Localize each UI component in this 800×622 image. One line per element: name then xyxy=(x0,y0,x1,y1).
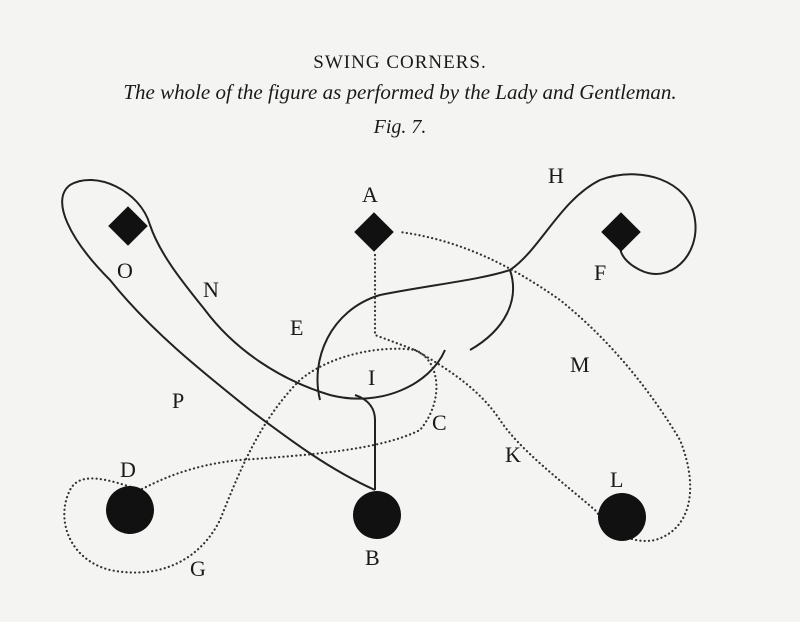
figure-number: Fig. 7. xyxy=(373,116,427,138)
label-b: B xyxy=(365,545,380,570)
label-k: K xyxy=(505,442,521,467)
solid-path-right-loop-tail xyxy=(469,269,515,351)
dotted-path-centre-to-l xyxy=(373,230,692,543)
label-f: F xyxy=(594,260,606,285)
diagram-title: SWING CORNERS. xyxy=(313,52,487,73)
diamond-marker-o xyxy=(108,206,148,246)
label-i: I xyxy=(368,365,375,390)
circle-marker-d xyxy=(106,486,154,534)
diagram-subtitle: The whole of the figure as performed by … xyxy=(123,80,677,104)
label-n: N xyxy=(203,277,219,302)
solid-path-crossing xyxy=(354,394,376,490)
label-c: C xyxy=(432,410,447,435)
label-p: P xyxy=(172,388,184,413)
label-a: A xyxy=(362,182,378,207)
label-d: D xyxy=(120,457,136,482)
diamond-marker-f xyxy=(601,212,641,252)
diamond-marker-a xyxy=(354,212,394,252)
solid-path-right-loop xyxy=(316,173,697,401)
label-l: L xyxy=(610,467,623,492)
dotted-path-left-loop xyxy=(63,347,438,574)
label-o: O xyxy=(117,258,133,283)
circle-marker-l xyxy=(598,493,646,541)
label-h: H xyxy=(548,163,564,188)
label-e: E xyxy=(290,315,303,340)
solid-path-left-loop xyxy=(61,179,446,491)
label-g: G xyxy=(190,556,206,581)
label-m: M xyxy=(570,352,590,377)
circle-marker-b xyxy=(353,491,401,539)
